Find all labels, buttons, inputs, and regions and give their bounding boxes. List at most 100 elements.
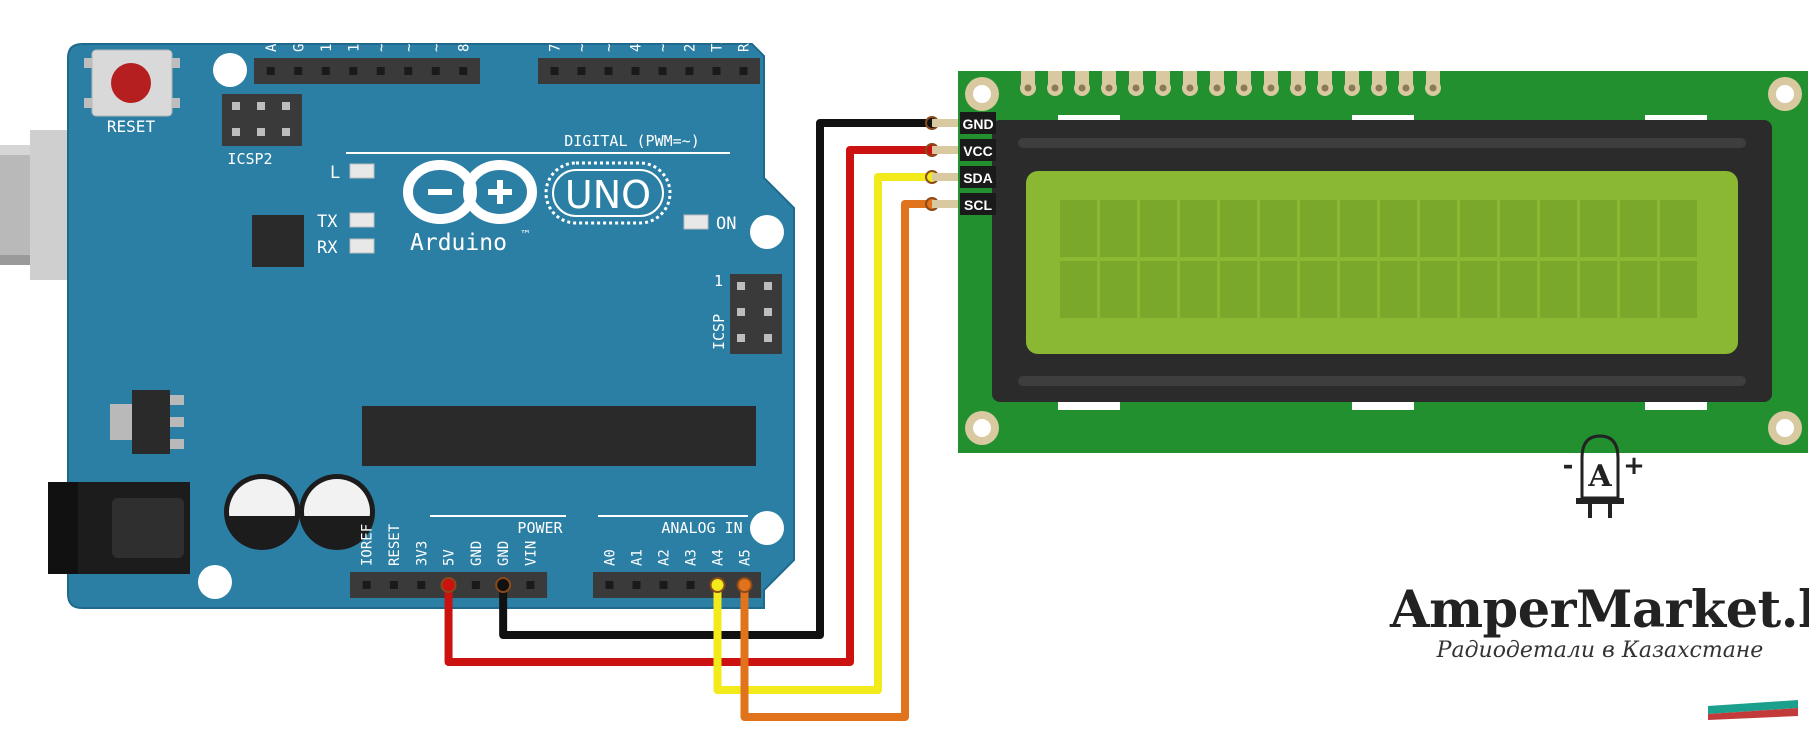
icsp-header xyxy=(730,274,782,354)
power-pin-label: 3V3 xyxy=(414,541,430,566)
digital-pin xyxy=(550,67,559,75)
lcd-cell xyxy=(1620,200,1657,257)
analog-pin xyxy=(605,581,614,589)
logo-plus: + xyxy=(1623,451,1645,481)
analog-pin-label: A5 xyxy=(738,549,754,566)
analog-pin xyxy=(659,581,668,589)
dc-power-jack xyxy=(48,482,190,574)
digital-pin xyxy=(266,67,275,75)
lcd-cell xyxy=(1540,261,1577,318)
led-on xyxy=(683,214,709,230)
mounting-hole xyxy=(213,53,247,87)
reset-label: RESET xyxy=(107,117,156,136)
arduino-logo-text: Arduino xyxy=(410,230,507,256)
digital-pin-label: RX0◀0 xyxy=(737,10,753,52)
led-rx-label: RX xyxy=(317,238,338,258)
arduino-pcb xyxy=(67,43,795,609)
led-rx xyxy=(349,238,375,254)
lcd-cell xyxy=(1140,200,1177,257)
icsp2-label: ICSP2 xyxy=(227,150,272,168)
analog-label: ANALOG IN xyxy=(661,519,742,537)
digital-pin-label: ~10 xyxy=(401,27,417,52)
digital-pin-label: ~6 xyxy=(575,35,591,52)
power-pin-label: VIN xyxy=(523,541,539,566)
lcd-cell xyxy=(1340,261,1377,318)
power-pin-label: GND xyxy=(469,541,485,566)
lcd-cell xyxy=(1100,261,1137,318)
wire-5v-to-vcc xyxy=(444,146,932,666)
lcd-cell xyxy=(1180,261,1217,318)
power-pin-label: GND xyxy=(496,541,512,566)
lcd-pin xyxy=(932,173,958,181)
lcd-pin-label: SDA xyxy=(963,170,993,186)
digital-pin xyxy=(658,67,667,75)
digital-pin xyxy=(604,67,613,75)
uno-text: UNO xyxy=(565,173,651,217)
lcd-cell xyxy=(1140,261,1177,318)
digital-pin xyxy=(739,67,748,75)
icsp-pin1-label: 1 xyxy=(714,272,723,290)
digital-pin-label: ~11 xyxy=(374,27,390,52)
digital-pin-label: 12 xyxy=(346,35,362,52)
icsp2-header xyxy=(222,94,302,146)
power-pin-label: 5V xyxy=(442,549,458,566)
wire-a4-to-sda xyxy=(713,173,932,694)
analog-pin xyxy=(632,581,641,589)
digital-header-left xyxy=(254,58,480,84)
analog-pin-label: A0 xyxy=(603,549,619,566)
digital-pin xyxy=(577,67,586,75)
digital-pin xyxy=(459,67,468,75)
lcd-cell xyxy=(1660,261,1697,318)
digital-pin xyxy=(404,67,413,75)
digital-pin-label: GND xyxy=(291,27,307,52)
lcd-cell xyxy=(1460,200,1497,257)
icsp-label: ICSP xyxy=(710,314,728,350)
watermark-subtitle: Радиодетали в Казахстане xyxy=(1436,638,1764,663)
led-tx-label: TX xyxy=(317,212,338,232)
digital-pin xyxy=(685,67,694,75)
power-pin xyxy=(362,581,371,589)
power-pin-label: RESET xyxy=(387,523,403,566)
lcd-cell xyxy=(1460,261,1497,318)
digital-header-right xyxy=(538,58,760,84)
digital-pin xyxy=(349,67,358,75)
power-label: POWER xyxy=(517,519,563,537)
capacitor xyxy=(224,474,300,550)
reset-button[interactable] xyxy=(84,49,180,117)
logo-minus: - xyxy=(1563,451,1574,481)
lcd-cell xyxy=(1300,261,1337,318)
lcd-cell xyxy=(1220,200,1257,257)
power-pin xyxy=(417,581,426,589)
digital-pin-label: 13 xyxy=(319,35,335,52)
digital-label: DIGITAL (PWM=~) xyxy=(564,132,699,150)
digital-pin xyxy=(376,67,385,75)
lcd-pin xyxy=(932,200,958,208)
lcd-cell xyxy=(1060,200,1097,257)
digital-pin xyxy=(631,67,640,75)
led-tx xyxy=(349,212,375,228)
mounting-hole xyxy=(750,511,784,545)
lcd-cell xyxy=(1220,261,1257,318)
lcd-cell xyxy=(1500,261,1537,318)
lcd-cell xyxy=(1580,261,1617,318)
mounting-hole xyxy=(750,215,784,249)
capacitor xyxy=(299,474,375,550)
lcd-cell xyxy=(1660,200,1697,257)
lcd-pin-label: VCC xyxy=(963,143,993,159)
wire-gnd-to-gnd xyxy=(499,119,932,639)
digital-pin xyxy=(431,67,440,75)
mounting-hole xyxy=(198,565,232,599)
lcd-cell xyxy=(1540,200,1577,257)
analog-pin xyxy=(686,581,695,589)
uno-badge xyxy=(544,161,672,225)
lcd-pin-label: GND xyxy=(962,116,993,132)
digital-pin-label: 2 xyxy=(683,44,699,52)
lcd-cell xyxy=(1180,200,1217,257)
digital-pin-label: 4 xyxy=(629,44,645,52)
atmega-chip xyxy=(362,406,756,466)
watermark-brand: AmperMarket.kz xyxy=(1390,580,1809,640)
voltage-regulator xyxy=(110,390,184,454)
analog-pin-label: A1 xyxy=(630,549,646,566)
